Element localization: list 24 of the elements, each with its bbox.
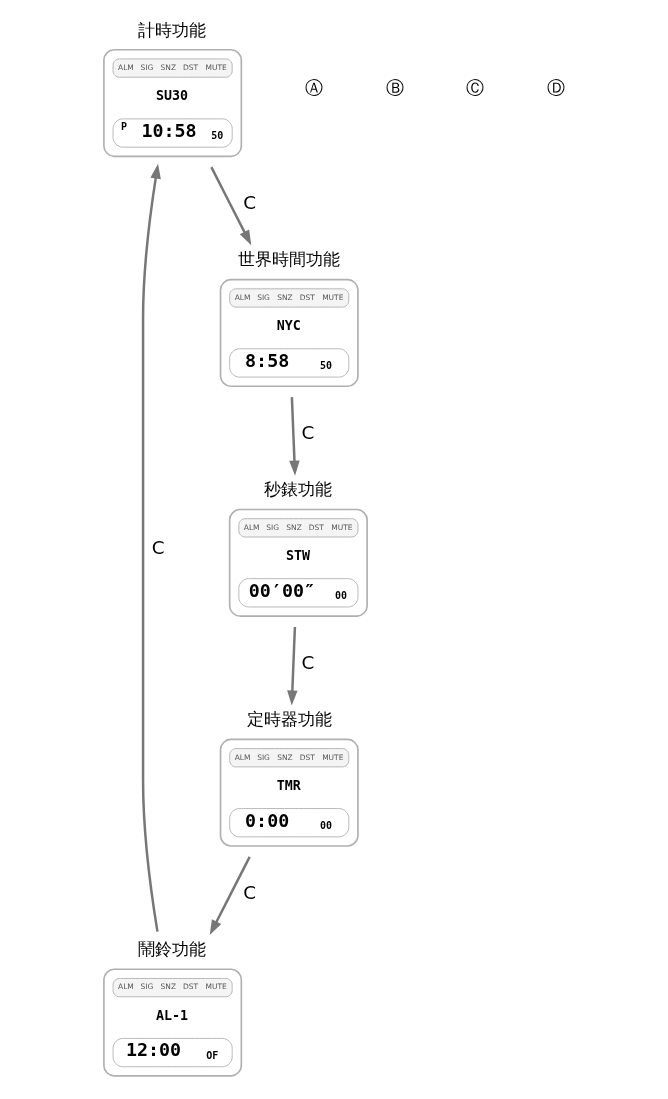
node-box: ALM SIG SNZ DST MUTE AL-1 12:00 OF: [103, 968, 243, 1077]
edge-label: C: [243, 881, 257, 903]
arrow: [287, 626, 298, 706]
edge-label: C: [243, 192, 257, 214]
node-box: ALM SIG SNZ DST MUTE NYC 8:58 50: [219, 278, 359, 388]
edge-label: C: [151, 537, 165, 559]
node-label: 鬧鈴功能: [138, 940, 207, 960]
edge-label: C: [301, 652, 315, 674]
label: Ⓓ: [547, 77, 566, 99]
node-label: 計時功能: [138, 20, 207, 40]
arrow: [141, 163, 161, 932]
label: Ⓐ: [304, 77, 323, 99]
node-box: ALM SIG SNZ DST MUTE TMR 0:00 00: [219, 738, 359, 847]
label: Ⓑ: [385, 77, 404, 99]
edge-label: C: [301, 422, 315, 444]
node-box: ALM SIG SNZ DST MUTE SU30 P 10:58 50: [103, 48, 243, 158]
label: Ⓒ: [466, 77, 485, 99]
node-label: 世界時間功能: [238, 250, 341, 270]
node-label: 定時器功能: [246, 710, 332, 730]
arrow: [289, 397, 300, 476]
node-label: 秒錶功能: [264, 480, 333, 500]
node-box: ALM SIG SNZ DST MUTE STW 00′00″ 00: [228, 508, 368, 617]
arrow: [209, 856, 251, 935]
arrow: [210, 166, 252, 246]
